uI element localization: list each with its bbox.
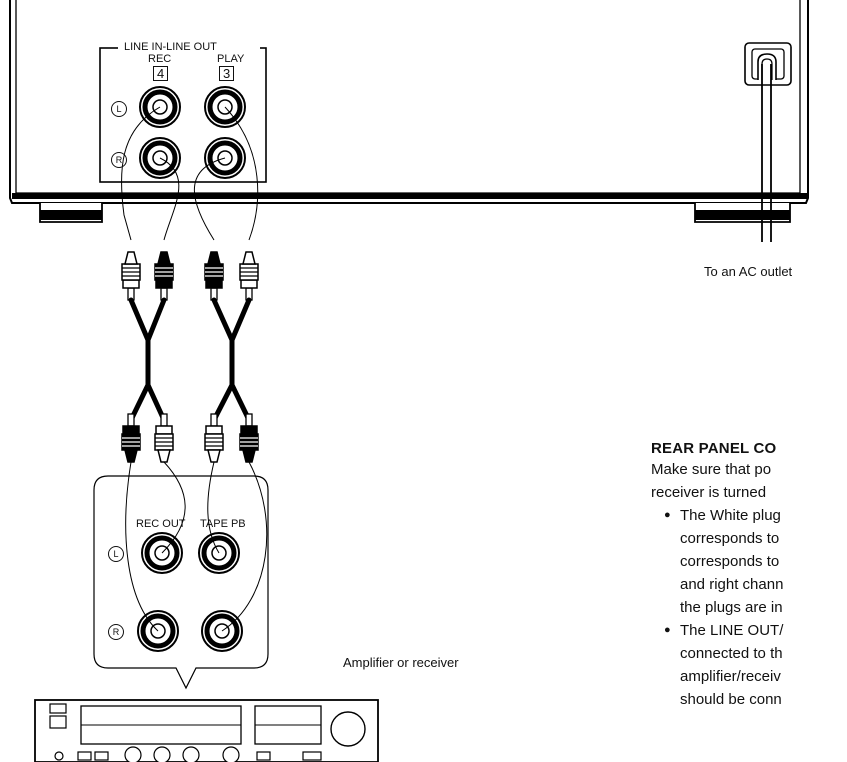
bullet-2-line-2: connected to th	[680, 645, 783, 662]
tape-pb-label: TAPE PB	[200, 518, 246, 530]
power-cord	[761, 64, 772, 242]
plug-lower-rec-left	[121, 413, 141, 463]
bullet-1-line-1: The White plug	[664, 506, 781, 525]
ac-outlet-label: To an AC outlet	[704, 264, 793, 279]
intro-line-1: Make sure that po	[651, 461, 772, 478]
rec-label: REC	[148, 53, 172, 65]
intro-line-2: receiver is turned	[651, 484, 767, 501]
amplifier-unit	[34, 699, 379, 762]
section-heading: REAR PANEL CO	[651, 440, 777, 457]
amplifier-terminal-callout	[93, 475, 269, 690]
bullet-2-line-1: The LINE OUT/	[664, 621, 783, 640]
amplifier-caption: Amplifier or receiver	[343, 655, 459, 670]
rec-number-box: 4	[153, 66, 169, 81]
rca-cables	[128, 297, 252, 423]
plug-upper-play-right	[205, 252, 223, 300]
plug-lower-rec-right	[154, 413, 174, 463]
play-number-box: 3	[219, 66, 235, 81]
rec-out-label: REC OUT	[136, 518, 186, 530]
plug-upper-play-left	[240, 252, 258, 300]
bullet-2-line-3: amplifier/receiv	[680, 668, 781, 685]
play-label: PLAY	[217, 53, 245, 65]
device-rear-panel	[9, 0, 809, 223]
lower-wires	[125, 461, 268, 632]
amp-left-marker: L	[108, 546, 124, 562]
bullet-1-line-2: corresponds to	[680, 530, 780, 547]
bullet-1-line-5: the plugs are in	[680, 599, 783, 616]
plug-upper-rec-left	[122, 252, 140, 300]
line-io-group-label: LINE IN-LINE OUT	[124, 41, 217, 53]
bullet-1-line-4: and right chann	[680, 576, 784, 593]
plug-upper-rec-right	[155, 252, 173, 300]
plug-lower-play-right	[204, 413, 224, 463]
device-left-marker: L	[111, 101, 127, 117]
bullet-2-line-4: should be conn	[680, 691, 782, 708]
device-right-marker: R	[111, 152, 127, 168]
amp-right-marker: R	[108, 624, 124, 640]
plug-lower-play-left	[239, 413, 259, 463]
bullet-1-line-3: corresponds to	[680, 553, 780, 570]
